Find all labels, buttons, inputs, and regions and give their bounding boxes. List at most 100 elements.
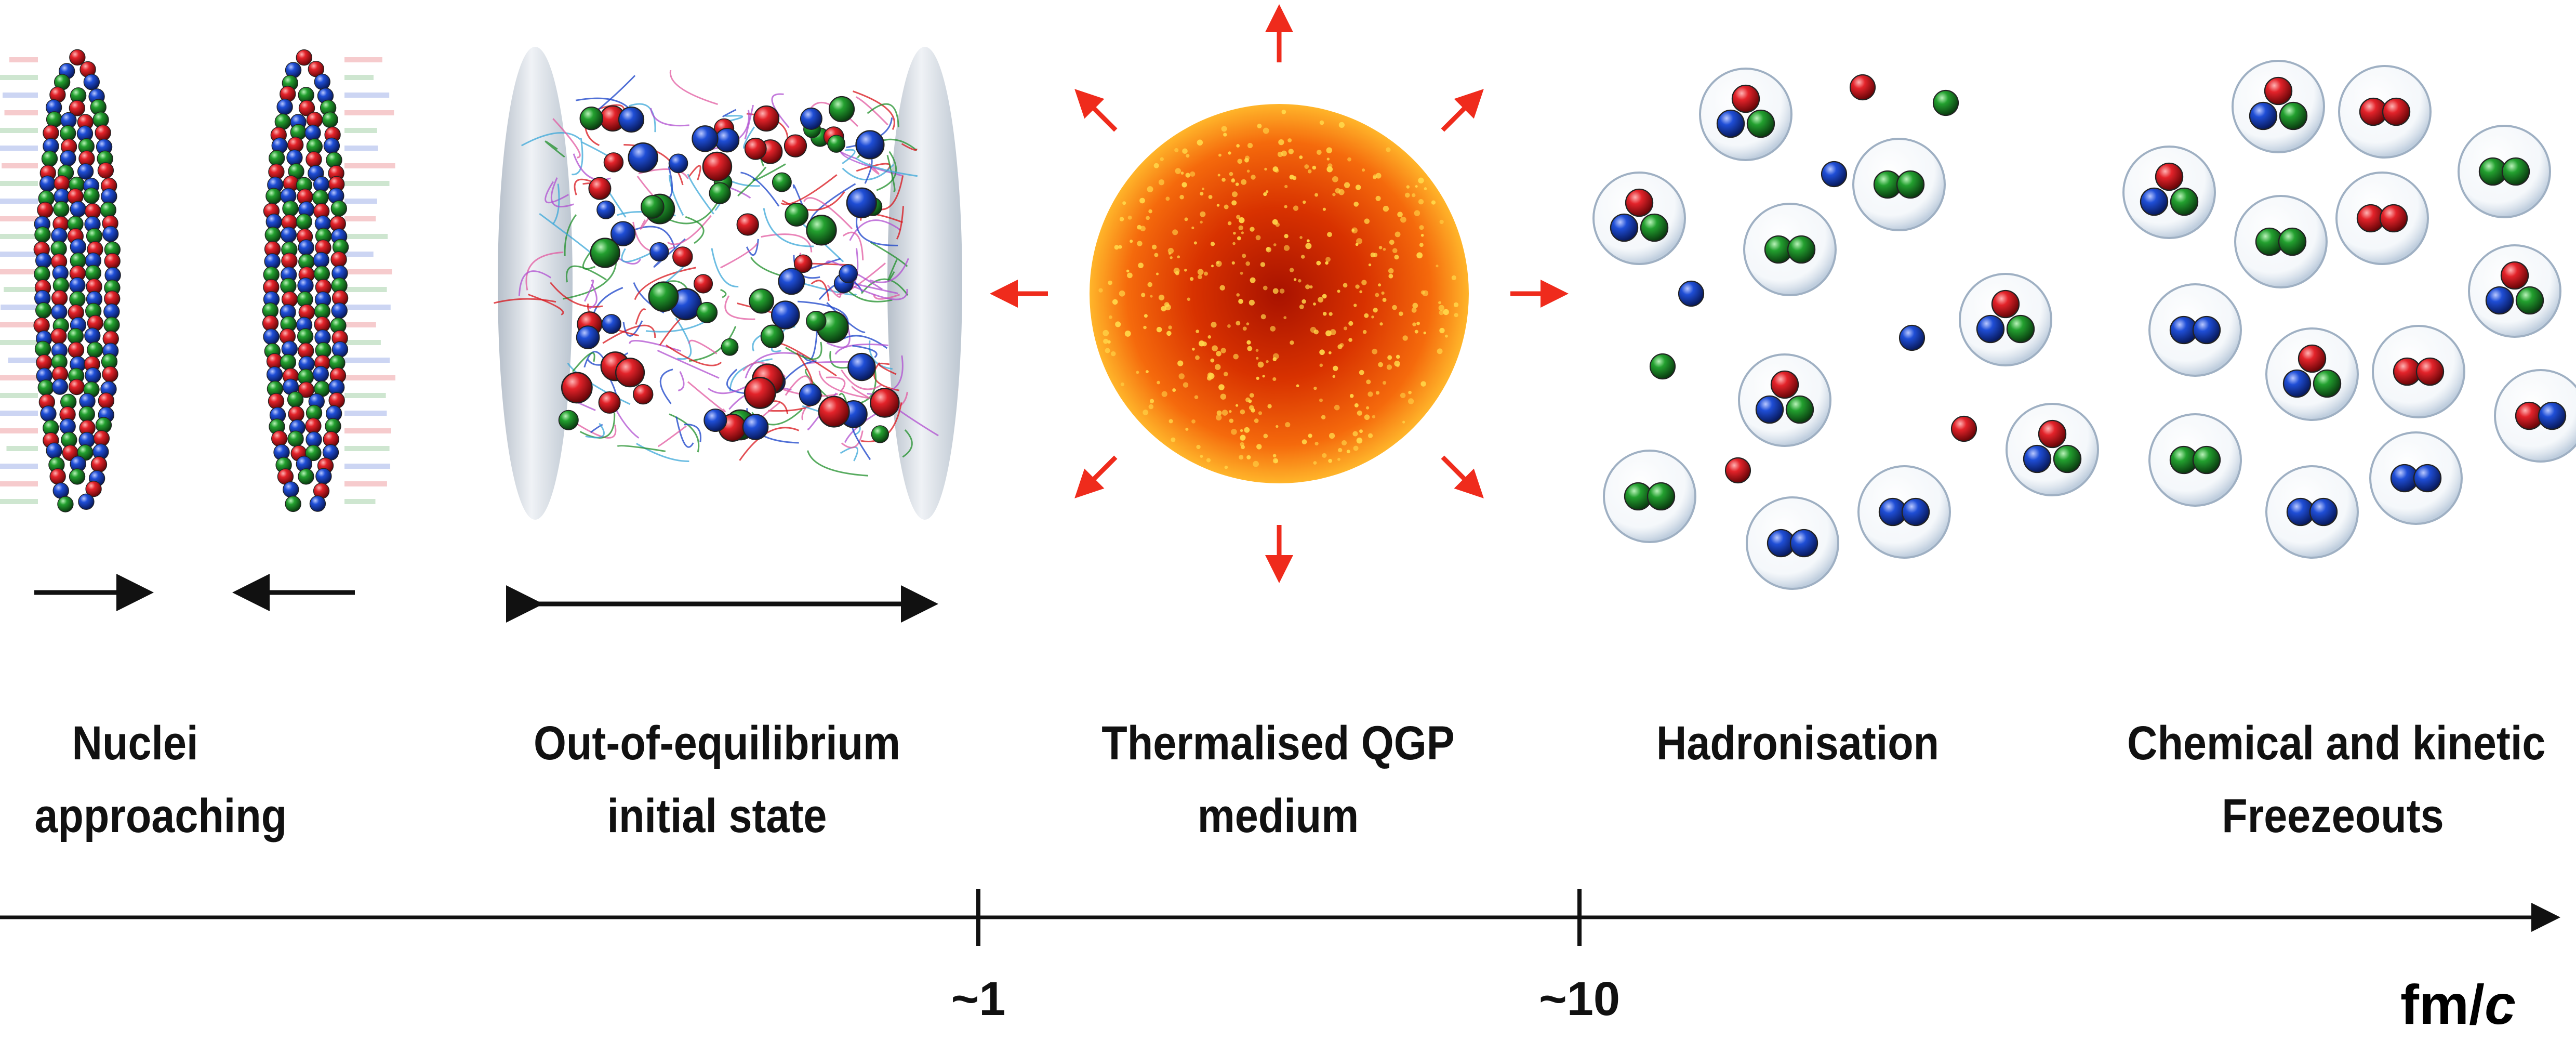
qgp-spark [1453,302,1459,308]
qgp-spark [1383,205,1389,212]
motion-streak [344,393,386,398]
motion-streak [8,358,38,363]
qgp-spark [1204,271,1208,276]
qgp-fireball [1090,104,1469,483]
stage-label-freezeout: Chemical and kinetic Freezeouts [2127,707,2546,852]
color-field-string [494,298,556,304]
qgp-spark [1197,269,1204,275]
blue-quark [331,302,348,319]
red-quark [598,391,621,414]
qgp-spark [1392,305,1397,310]
color-field-string [826,376,846,392]
red-quark [268,393,285,410]
motion-streak [2,93,38,98]
nuclei-group [0,49,395,611]
qgp-spark [1414,330,1418,334]
qgp-spark [1439,327,1445,334]
motion-streak [344,499,376,504]
qgp-spark [1206,458,1211,463]
blue-quark [847,352,876,381]
red-quark [97,162,114,179]
qgp-spark [1144,314,1148,318]
blue-quark [51,378,69,395]
qgp-spark [1398,311,1403,316]
qgp-spark [1160,157,1164,161]
blue-quark [1716,109,1745,138]
color-field-string [752,163,786,181]
qgp-spark [1284,205,1287,208]
blue-quark [576,325,600,349]
qgp-spark [1341,440,1347,446]
hadron-bubble [1592,172,1686,265]
qgp-spark [1367,391,1373,397]
stage-label-line: medium [1197,789,1359,842]
color-field-string [855,157,918,177]
green-quark [749,288,774,314]
green-quark [760,324,785,348]
qgp-spark [1251,175,1256,180]
qgp-spark [1364,313,1369,318]
qgp-spark [1161,306,1166,312]
qgp-spark [1349,394,1354,398]
qgp-spark [1221,126,1227,132]
color-field-string [564,214,577,256]
qgp-spark [1366,379,1371,385]
red-quark [753,105,780,132]
red-quark [743,377,776,409]
motion-streak [0,499,38,504]
qgp-spark [1355,185,1361,190]
qgp-spark [1305,243,1312,249]
color-field-string [545,140,565,158]
qgp-spark [1436,265,1439,268]
red-quark [98,392,115,409]
qgp-spark [1347,157,1352,162]
color-field-string [841,369,882,390]
color-field-string [725,115,743,122]
qgp-spark [1249,299,1255,306]
qgp-spark [1194,395,1199,399]
green-quark [287,430,304,447]
qgp-spark [1361,280,1367,285]
qgp-spark [1256,376,1259,380]
qgp-spark [1366,406,1370,410]
qgp-spark [1244,427,1250,433]
red-quark [296,49,312,66]
color-field-string [665,344,722,366]
blue-quark [39,175,56,192]
qgp-spark [1272,288,1279,294]
axis-unit-label: fm/c [2400,972,2516,1037]
qgp-spark [1397,212,1403,217]
qgp-spark [1387,355,1392,360]
qgp-spark [1322,453,1327,458]
qgp-spark [1357,410,1362,416]
motion-streak [6,446,38,451]
motion-streak [344,146,378,151]
color-field-string [669,70,718,106]
color-field-string [840,151,902,177]
qgp-spark [1154,253,1159,257]
axis-tick-label-10: ~10 [1538,972,1621,1025]
green-quark [806,215,837,246]
red-quark [2500,261,2529,290]
color-field-string [634,267,697,300]
red-quark [49,468,66,485]
qgp-spark [1302,439,1307,445]
qgp-spark [1337,457,1340,461]
qgp-spark [1189,277,1194,281]
blue-quark [84,327,101,344]
qgp-spark [1329,312,1333,316]
color-field-string [856,211,898,246]
qgp-spark [1325,261,1329,265]
color-field-string [855,96,888,126]
red-quark [85,481,102,497]
blue-quark [85,367,101,384]
motion-streak [344,57,382,62]
qgp-spark [1236,144,1240,148]
color-field-string [527,294,564,315]
stage-label-line: Chemical and kinetic [2127,717,2546,770]
qgp-spark [1185,427,1189,431]
color-field-string [657,425,687,447]
red-quark [305,417,322,435]
color-field-string [659,368,673,404]
qgp-spark [1212,345,1218,351]
